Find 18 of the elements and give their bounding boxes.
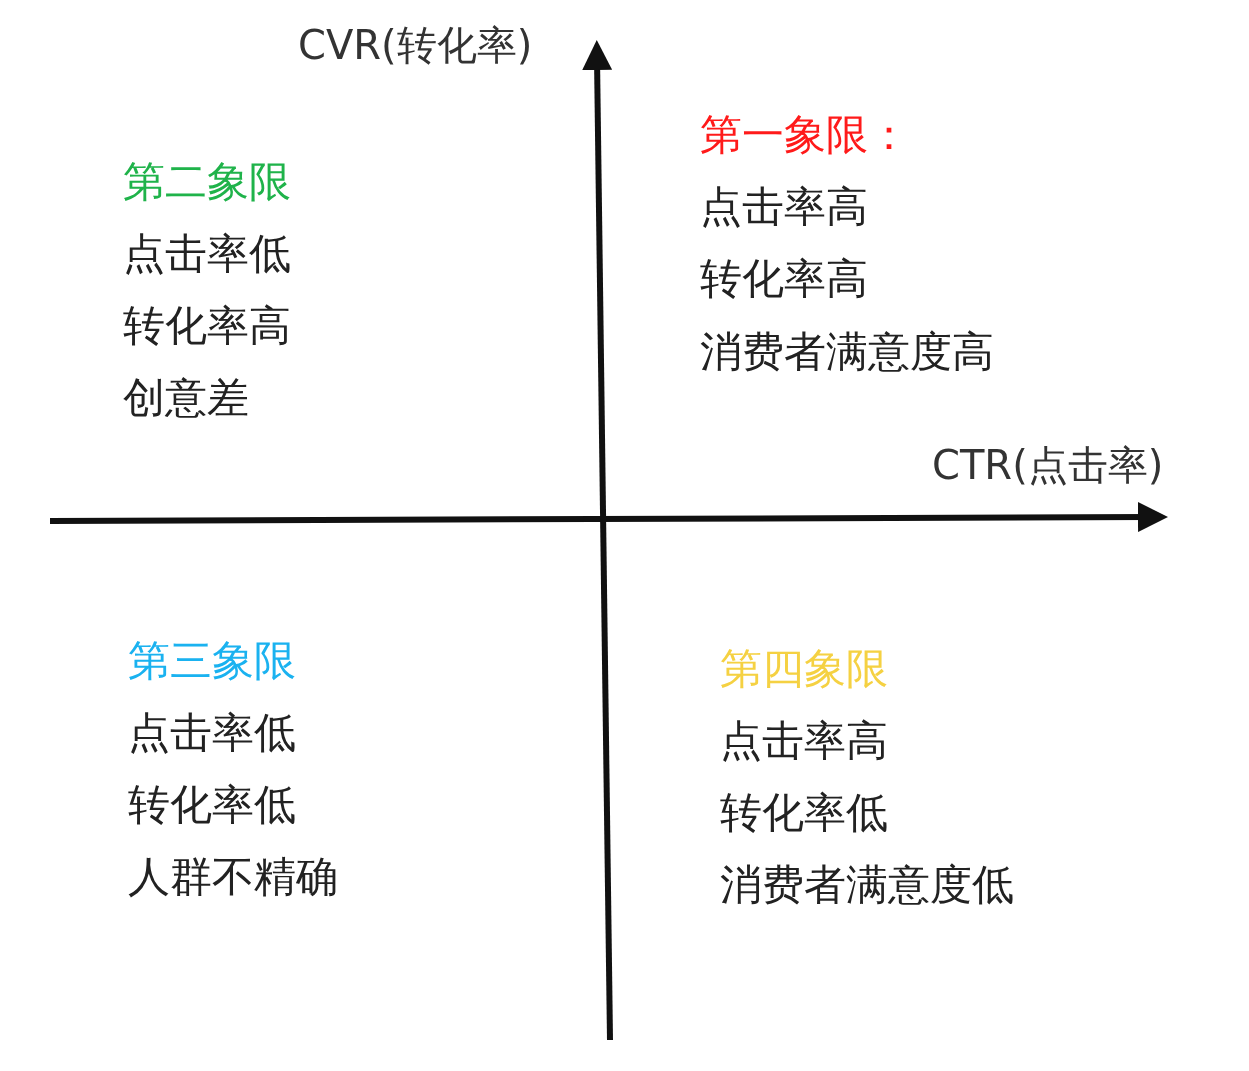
quadrant-text: 消费者满意度低 bbox=[720, 860, 1014, 910]
quadrant-text: 消费者满意度高 bbox=[700, 327, 994, 377]
quadrant-text: 创意差 bbox=[123, 373, 249, 423]
axis-label: CTR(点击率) bbox=[932, 441, 1164, 490]
quadrant-text: 转化率高 bbox=[123, 301, 291, 351]
quadrant-text: 转化率低 bbox=[720, 788, 888, 838]
axis-label: CVR(转化率) bbox=[298, 21, 533, 70]
quadrant-heading: 第四象限 bbox=[720, 644, 888, 694]
quadrant-heading: 第一象限： bbox=[700, 110, 910, 160]
quadrant-text: 转化率高 bbox=[700, 254, 868, 304]
quadrant-text: 点击率高 bbox=[720, 716, 888, 766]
quadrant-text: 点击率高 bbox=[700, 182, 868, 232]
quadrant-text: 转化率低 bbox=[128, 780, 296, 830]
quadrant-heading: 第三象限 bbox=[128, 636, 296, 686]
quadrant-text: 点击率低 bbox=[128, 708, 296, 758]
quadrant-heading: 第二象限 bbox=[123, 157, 291, 207]
quadrant-text: 人群不精确 bbox=[128, 852, 338, 902]
quadrant-text: 点击率低 bbox=[123, 229, 291, 279]
